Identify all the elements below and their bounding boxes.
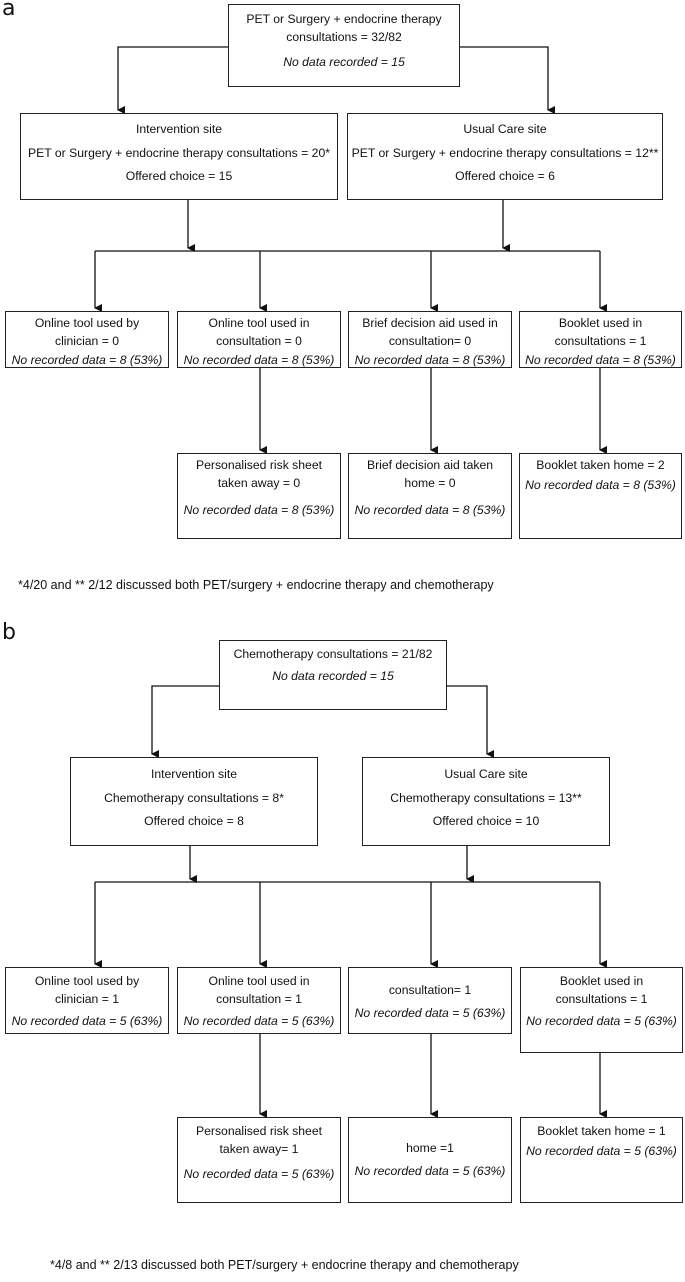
b-usual-box: Usual Care site Chemotherapy consultatio… (362, 757, 610, 846)
b-row2-box-2: home =1 No recorded data = 5 (63%) (348, 1117, 512, 1203)
b-row1-2-l1: Online tool used in (208, 974, 310, 988)
b-footnote: *4/8 and ** 2/13 discussed both PET/surg… (50, 1258, 519, 1272)
a-row1-box-1: Online tool used by clinician = 0 No rec… (5, 311, 169, 368)
b-row2-1-l2: taken away= 1 (219, 1141, 299, 1156)
a-row1-3-l2: consultation= 0 (388, 333, 472, 348)
a-row2-3-nodata: No recorded data = 8 (53%) (525, 477, 676, 492)
a-top-line2: consultations = 32/82 (286, 29, 402, 44)
b-row1-1-l1: Online tool used by (34, 974, 140, 988)
a-row2-1-nodata: No recorded data = 8 (53%) (183, 503, 335, 518)
b-top-line1: Chemotherapy consultations = 21/82 (233, 647, 433, 661)
b-row1-2-nodata: No recorded data = 5 (63%) (183, 1014, 335, 1029)
a-row1-4-nodata: No recorded data = 8 (53%) (525, 353, 676, 368)
a-row1-3-l1: Brief decision aid used in (362, 316, 498, 330)
a-row2-2-l2: home = 0 (404, 475, 456, 490)
b-row1-1-l2: clinician = 1 (54, 991, 120, 1006)
a-row1-2-l1: Online tool used in (208, 316, 310, 330)
b-row1-box-1: Online tool used by clinician = 1 No rec… (5, 967, 169, 1034)
b-intervention-consult: Chemotherapy consultations = 8* (104, 791, 284, 806)
b-row1-2-l2: consultation = 1 (216, 991, 302, 1006)
panel-a-label: a (2, 0, 16, 21)
b-row2-box-1: Personalised risk sheet taken away= 1 No… (177, 1117, 341, 1203)
b-row1-4-l2: consultations = 1 (555, 991, 648, 1006)
b-usual-consult: Chemotherapy consultations = 13** (390, 791, 582, 806)
b-row1-4-nodata: No recorded data = 5 (63%) (526, 1014, 677, 1029)
b-row1-box-2: Online tool used in consultation = 1 No … (177, 967, 341, 1034)
a-footnote: *4/20 and ** 2/12 discussed both PET/sur… (18, 578, 494, 592)
b-row1-3-nodata: No recorded data = 5 (63%) (354, 1005, 506, 1020)
a-row1-4-l2: consultations = 1 (554, 333, 647, 348)
a-row2-2-nodata: No recorded data = 8 (53%) (354, 503, 506, 518)
b-row2-2-nodata: No recorded data = 5 (63%) (354, 1163, 506, 1178)
a-row2-1-l2: taken away = 0 (217, 475, 301, 490)
b-usual-title: Usual Care site (444, 767, 528, 781)
arrow-a-top-usual (460, 46, 555, 114)
a-row1-2-l2: consultation = 0 (216, 333, 302, 348)
a-row1-3-nodata: No recorded data = 8 (53%) (354, 353, 506, 368)
a-intervention-box: Intervention site PET or Surgery + endoc… (20, 113, 338, 200)
a-row1-1-l2: clinician = 0 (54, 333, 120, 348)
arrow-b-top-usual (447, 685, 494, 758)
b-row1-1-nodata: No recorded data = 5 (63%) (11, 1014, 163, 1029)
b-intervention-title: Intervention site (150, 767, 238, 781)
b-row2-3-l1: Booklet taken home = 1 (537, 1124, 666, 1138)
arrow-b-top-intervention (151, 685, 219, 758)
b-row2-1-nodata: No recorded data = 5 (63%) (183, 1167, 335, 1182)
b-row1-3-l1: consultation= 1 (388, 983, 472, 997)
b-row1-box-3: consultation= 1 No recorded data = 5 (63… (348, 967, 512, 1034)
panel-b-label: b (2, 620, 16, 645)
b-row1-4-l1: Booklet used in (559, 974, 644, 988)
b-intervention-offered: Offered choice = 8 (144, 813, 244, 828)
a-row1-2-nodata: No recorded data = 8 (53%) (183, 353, 335, 368)
a-usual-consult: PET or Surgery + endocrine therapy consu… (351, 146, 659, 161)
a-usual-box: Usual Care site PET or Surgery + endocri… (347, 113, 663, 200)
a-row2-box-2: Brief decision aid taken home = 0 No rec… (348, 453, 512, 539)
a-usual-offered: Offered choice = 6 (455, 168, 555, 183)
a-row2-box-3: Booklet taken home = 2 No recorded data … (519, 453, 682, 539)
b-top-nodata: No data recorded = 15 (272, 668, 394, 683)
a-top-box: PET or Surgery + endocrine therapy consu… (228, 4, 460, 87)
b-intervention-box: Intervention site Chemotherapy consultat… (70, 757, 318, 846)
b-row1-box-4: Booklet used in consultations = 1 No rec… (520, 967, 683, 1053)
a-row2-1-l1: Personalised risk sheet (196, 458, 322, 472)
a-row1-4-l1: Booklet used in (558, 316, 643, 330)
b-row2-2-l1: home =1 (406, 1141, 454, 1155)
a-top-line1: PET or Surgery + endocrine therapy (246, 12, 442, 26)
b-row2-1-l1: Personalised risk sheet (196, 1124, 322, 1138)
b-top-box: Chemotherapy consultations = 21/82 No da… (219, 640, 447, 710)
a-row2-box-1: Personalised risk sheet taken away = 0 N… (177, 453, 341, 539)
arrow-a-top-intervention (117, 46, 228, 114)
a-row1-box-3: Brief decision aid used in consultation=… (348, 311, 512, 368)
a-row2-2-l1: Brief decision aid taken (366, 458, 493, 472)
b-row2-3-nodata: No recorded data = 5 (63%) (526, 1143, 677, 1158)
a-row1-1-nodata: No recorded data = 8 (53%) (11, 353, 163, 368)
b-usual-offered: Offered choice = 10 (432, 813, 540, 828)
a-intervention-offered: Offered choice = 15 (125, 168, 233, 183)
a-intervention-title: Intervention site (135, 122, 223, 136)
a-top-nodata: No data recorded = 15 (283, 55, 405, 70)
a-intervention-consult: PET or Surgery + endocrine therapy consu… (28, 146, 330, 161)
a-usual-title: Usual Care site (463, 122, 547, 136)
b-row2-box-3: Booklet taken home = 1 No recorded data … (520, 1117, 683, 1203)
a-row2-3-l1: Booklet taken home = 2 (536, 458, 665, 472)
a-row1-box-4: Booklet used in consultations = 1 No rec… (519, 311, 682, 368)
a-row1-1-l1: Online tool used by (34, 316, 140, 330)
a-row1-box-2: Online tool used in consultation = 0 No … (177, 311, 341, 368)
